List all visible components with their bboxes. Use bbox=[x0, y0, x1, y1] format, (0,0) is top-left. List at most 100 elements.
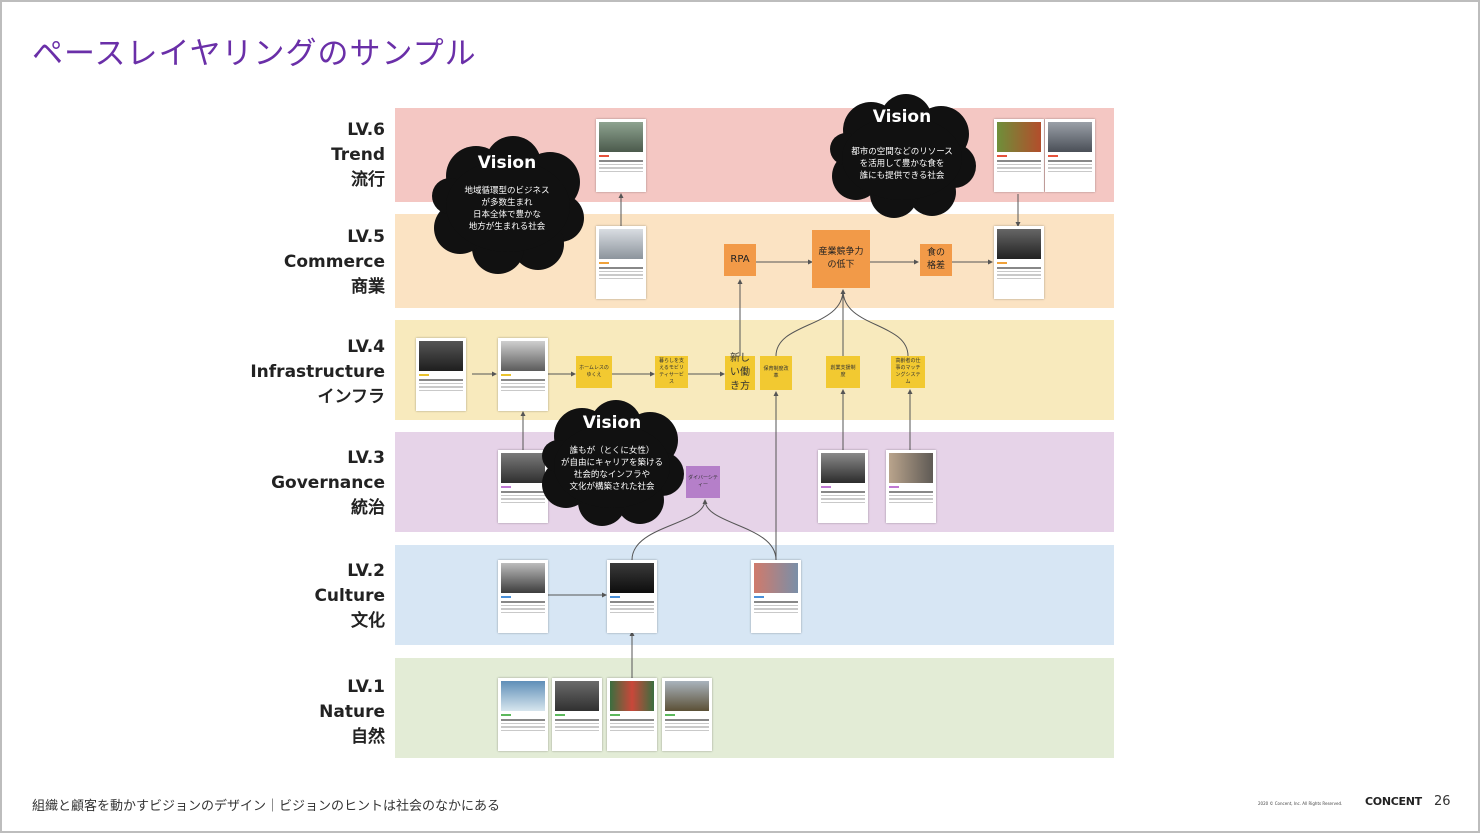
card-accent bbox=[501, 486, 511, 488]
card-photo bbox=[599, 229, 643, 259]
level-name-en: Governance bbox=[271, 473, 385, 493]
card-accent bbox=[997, 155, 1007, 157]
vision-heading: Vision bbox=[872, 107, 932, 127]
level-name-jp: インフラ bbox=[317, 387, 386, 407]
level-name-en: Culture bbox=[314, 586, 385, 606]
article-card bbox=[662, 678, 712, 751]
brand-logo: CONCENT bbox=[1365, 795, 1422, 808]
card-photo bbox=[555, 681, 599, 711]
card-photo bbox=[997, 122, 1041, 152]
article-card bbox=[994, 226, 1044, 299]
vision-text: 地域循環型のビジネス が多数生まれ 日本全体で豊かな 地方が生まれる社会 bbox=[464, 186, 550, 232]
vision-text: 都市の空間などのリソース を活用して豊かな食を 誰にも提供できる社会 bbox=[851, 147, 953, 181]
card-photo bbox=[1048, 122, 1092, 152]
level-name-jp: 自然 bbox=[351, 727, 385, 747]
level-name-jp: 文化 bbox=[351, 611, 385, 631]
card-accent bbox=[501, 714, 511, 716]
vision-heading: Vision bbox=[582, 413, 642, 433]
card-accent bbox=[889, 486, 899, 488]
sticky-new-work: 新しい働き方 bbox=[725, 353, 755, 392]
card-photo bbox=[501, 563, 545, 593]
level-label-lv5: LV.5 Commerce 商業 bbox=[155, 225, 385, 300]
page-number: 26 bbox=[1434, 794, 1451, 809]
level-name-jp: 流行 bbox=[351, 170, 385, 190]
level-number: LV.2 bbox=[347, 561, 385, 581]
level-label-lv6: LV.6 Trend 流行 bbox=[155, 118, 385, 193]
card-photo bbox=[501, 341, 545, 371]
vision-cloud-food: Vision 都市の空間などのリソース を活用して豊かな食を 誰にも提供できる社… bbox=[826, 94, 978, 218]
sticky-diversity: ダイバーシティー bbox=[686, 466, 720, 498]
sticky-childcare: 保育制度改革 bbox=[760, 356, 792, 390]
card-accent bbox=[419, 374, 429, 376]
level-name-jp: 統治 bbox=[351, 498, 385, 518]
level-number: LV.5 bbox=[347, 227, 385, 247]
card-photo bbox=[501, 453, 545, 483]
level-label-lv1: LV.1 Nature 自然 bbox=[155, 675, 385, 750]
card-photo bbox=[997, 229, 1041, 259]
article-card bbox=[607, 560, 657, 633]
card-accent bbox=[501, 596, 511, 598]
card-accent bbox=[997, 262, 1007, 264]
vision-text: 誰もが（とくに女性） が自由にキャリアを築ける 社会的なインフラや 文化が構築さ… bbox=[560, 446, 663, 492]
connector bbox=[842, 289, 909, 357]
card-accent bbox=[1048, 155, 1058, 157]
article-card bbox=[552, 678, 602, 751]
card-photo bbox=[754, 563, 798, 593]
article-card bbox=[886, 450, 936, 523]
slide-footer: 組織と顧客を動かすビジョンのデザイン｜ビジョンのヒントは社会のなかにある bbox=[32, 799, 501, 814]
article-card bbox=[607, 678, 657, 751]
article-card bbox=[751, 560, 801, 633]
article-card bbox=[818, 450, 868, 523]
connector bbox=[631, 499, 708, 561]
card-accent bbox=[610, 714, 620, 716]
article-card bbox=[1045, 119, 1095, 192]
sticky-competitiveness: 産業競争力の低下 bbox=[812, 230, 870, 288]
level-label-lv2: LV.2 Culture 文化 bbox=[155, 559, 385, 634]
card-accent bbox=[501, 374, 511, 376]
level-number: LV.4 bbox=[347, 337, 385, 357]
card-photo bbox=[665, 681, 709, 711]
article-card bbox=[498, 678, 548, 751]
article-card bbox=[416, 338, 466, 411]
copyright: 2020 © Concent, Inc. All Rights Reserved… bbox=[1258, 801, 1343, 806]
sticky-startup: 創業支援制度 bbox=[826, 356, 860, 388]
vision-heading: Vision bbox=[477, 153, 537, 173]
article-card bbox=[498, 560, 548, 633]
level-name-en: Nature bbox=[319, 702, 385, 722]
card-photo bbox=[419, 341, 463, 371]
connector bbox=[704, 499, 777, 561]
card-photo bbox=[821, 453, 865, 483]
slide-title: ペースレイヤリングのサンプル bbox=[32, 36, 477, 72]
card-photo bbox=[610, 681, 654, 711]
article-card bbox=[596, 226, 646, 299]
sticky-matching: 高齢者の仕事のマッチングシステム bbox=[891, 356, 925, 388]
level-number: LV.3 bbox=[347, 448, 385, 468]
level-label-lv3: LV.3 Governance 統治 bbox=[155, 446, 385, 521]
card-accent bbox=[599, 262, 609, 264]
level-name-en: Trend bbox=[331, 145, 385, 165]
level-name-jp: 商業 bbox=[351, 277, 385, 297]
card-photo bbox=[610, 563, 654, 593]
level-number: LV.6 bbox=[347, 120, 385, 140]
sticky-mobility: 暮らしを支えるモビリティサービス bbox=[655, 356, 688, 388]
vision-cloud-career: Vision 誰もが（とくに女性） が自由にキャリアを築ける 社会的なインフラや… bbox=[538, 400, 686, 526]
sticky-rpa: RPA bbox=[724, 244, 756, 276]
card-accent bbox=[665, 714, 675, 716]
card-accent bbox=[610, 596, 620, 598]
article-card bbox=[994, 119, 1044, 192]
connector bbox=[775, 289, 846, 357]
card-photo bbox=[501, 681, 545, 711]
article-card bbox=[498, 450, 548, 523]
card-photo bbox=[599, 122, 643, 152]
article-card bbox=[596, 119, 646, 192]
card-accent bbox=[599, 155, 609, 157]
level-name-en: Infrastructure bbox=[250, 362, 385, 382]
card-accent bbox=[555, 714, 565, 716]
card-accent bbox=[754, 596, 764, 598]
level-number: LV.1 bbox=[347, 677, 385, 697]
level-name-en: Commerce bbox=[283, 252, 385, 272]
article-card bbox=[498, 338, 548, 411]
card-accent bbox=[821, 486, 831, 488]
